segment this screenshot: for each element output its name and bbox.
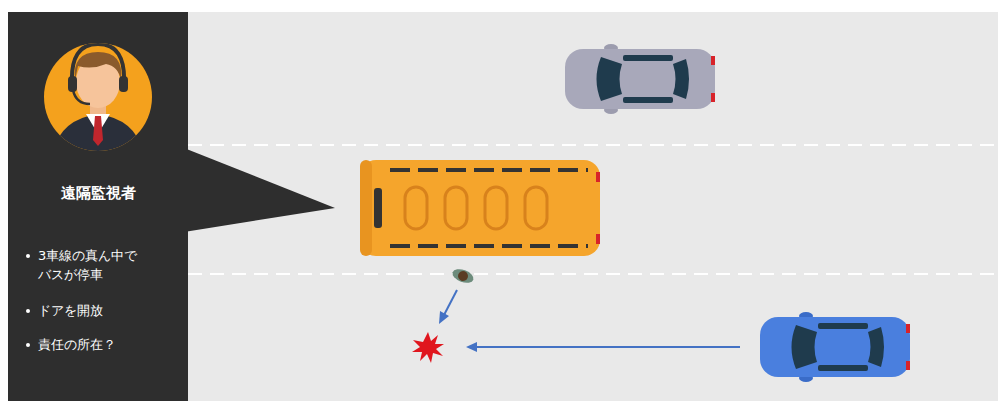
car-windshield: [792, 325, 818, 369]
car-taillight: [906, 361, 910, 370]
car-body: [565, 49, 715, 109]
car-window: [818, 323, 868, 329]
bus: [360, 160, 600, 256]
bus-taillight: [596, 172, 600, 182]
avatar-neck: [90, 100, 106, 118]
bus-roof-hatch: [405, 187, 427, 229]
operator-avatar: [52, 44, 144, 160]
bus-roof-hatch: [525, 187, 547, 229]
road-surface: [186, 12, 998, 401]
avatar-shirt: [86, 114, 110, 134]
bullet-text: ドアを開放: [38, 301, 178, 320]
bus-roof-hatch: [445, 187, 467, 229]
arrow-head: [439, 311, 449, 324]
avatar-face: [76, 56, 120, 108]
bus-roof-hatch: [485, 187, 507, 229]
arrow-head: [466, 342, 477, 352]
avatar-circle: [44, 43, 152, 151]
avatar-suit: [52, 114, 144, 160]
headset-ear: [68, 76, 77, 92]
car-window: [623, 97, 673, 103]
headset-band: [72, 44, 124, 84]
bus-front: [360, 160, 372, 256]
grey-car: [565, 44, 715, 114]
bullet-dot: [26, 343, 30, 347]
car-taillight: [711, 93, 715, 102]
car-taillight: [906, 324, 910, 333]
speech-pointer: [184, 148, 335, 232]
car-window: [623, 55, 673, 61]
headset-ear: [119, 76, 128, 92]
role-heading: 遠隔監視者: [8, 184, 188, 203]
car-rear-window: [673, 59, 689, 99]
car-window: [818, 365, 868, 371]
car-path-arrow: [476, 346, 740, 348]
bus-window-row: [390, 244, 588, 248]
car-windshield: [597, 57, 623, 101]
bus-window-row: [390, 168, 588, 172]
bullet-dot: [26, 309, 30, 313]
car-taillight: [711, 56, 715, 65]
monitor-panel: 遠隔監視者 3車線の真ん中で バスが停車ドアを開放責任の所在？: [8, 12, 188, 401]
blue-car: [760, 312, 910, 382]
bus-taillight: [596, 234, 600, 244]
bus-windshield: [374, 188, 382, 228]
headset-mic: [73, 90, 90, 104]
car-rear-window: [868, 327, 884, 367]
collision-mark: [412, 332, 444, 363]
bus-body: [360, 160, 600, 256]
avatar-tie: [93, 116, 103, 146]
avatar-hair: [75, 52, 122, 80]
pedestrian: [451, 267, 476, 286]
bullet-text: 3車線の真ん中で バスが停車: [38, 246, 178, 284]
walk-arrow: [444, 290, 457, 315]
lane-line: [188, 273, 998, 275]
car-body: [760, 317, 910, 377]
bullet-dot: [26, 254, 30, 258]
bullet-text: 責任の所在？: [38, 335, 178, 354]
pedestrian-shoulders: [451, 267, 476, 286]
pedestrian-head: [457, 270, 470, 283]
lane-line: [188, 144, 998, 146]
